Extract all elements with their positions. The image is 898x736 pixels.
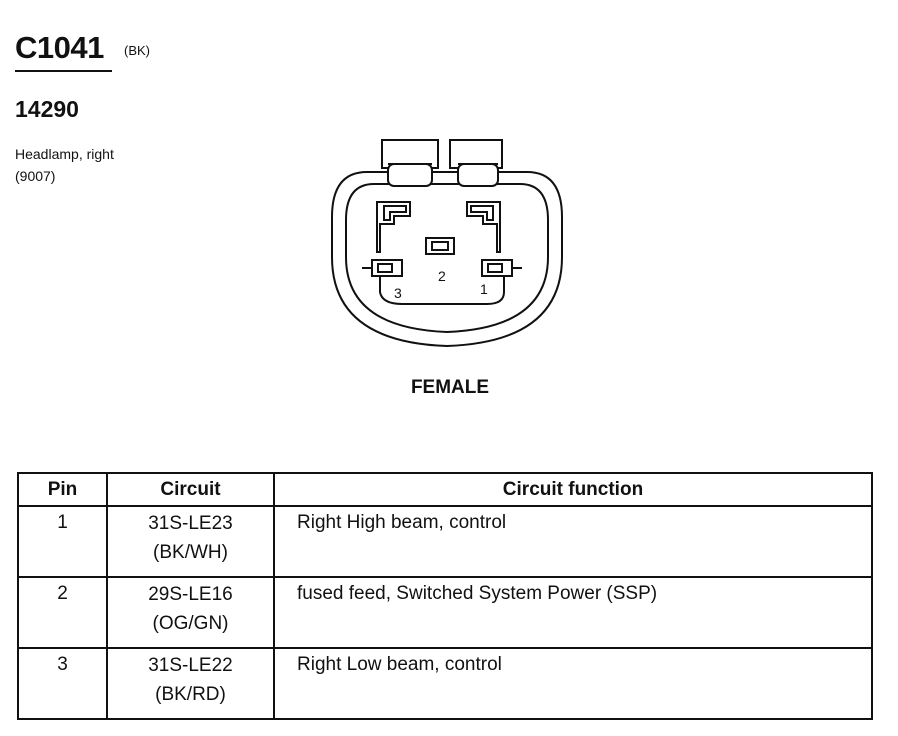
latch-tab-right [449, 139, 503, 187]
circuit-cell: 31S-LE22 (BK/RD) [106, 647, 275, 720]
circuit-id: 29S-LE16 [148, 584, 233, 605]
connector-id-underline [15, 70, 112, 72]
part-number: 14290 [15, 96, 79, 122]
pin-number: 1 [17, 505, 108, 578]
column-header-pin: Pin [17, 472, 108, 507]
component-code: (9007) [15, 168, 56, 184]
circuit-function: Right High beam, control [273, 505, 873, 578]
circuit-function: fused feed, Switched System Power (SSP) [273, 576, 873, 649]
pin-label-1: 1 [480, 281, 488, 297]
wire-color: (OG/GN) [152, 613, 229, 634]
terminal-contact-1 [481, 259, 522, 277]
circuit-function: Right Low beam, control [273, 647, 873, 720]
circuit-id: 31S-LE23 [148, 513, 233, 534]
pin-number: 2 [17, 576, 108, 649]
wire-color: (BK/RD) [155, 684, 226, 705]
circuit-cell: 29S-LE16 (OG/GN) [106, 576, 275, 649]
table-row: 1 31S-LE23 (BK/WH) Right High beam, cont… [17, 505, 873, 578]
latch-tab-left [381, 139, 439, 187]
terminal-cavity-1 [466, 201, 501, 253]
connector-id: C1041 [15, 30, 104, 65]
circuit-cell: 31S-LE23 (BK/WH) [106, 505, 275, 578]
terminal-cavity-2 [425, 237, 455, 255]
terminal-cavity-3 [376, 201, 411, 253]
pin-table: Pin Circuit Circuit function 1 31S-LE23 … [17, 472, 873, 720]
component-name: Headlamp, right [15, 146, 114, 162]
table-row: 3 31S-LE22 (BK/RD) Right Low beam, contr… [17, 647, 873, 720]
connector-color: (BK) [124, 43, 150, 58]
connector-outer-shell [331, 171, 563, 348]
circuit-id: 31S-LE22 [148, 655, 233, 676]
pin-label-2: 2 [438, 268, 446, 284]
pin-number: 3 [17, 647, 108, 720]
gender-label: FEMALE [410, 377, 490, 398]
pin-label-3: 3 [394, 285, 402, 301]
wire-color: (BK/WH) [153, 542, 228, 563]
table-row: 2 29S-LE16 (OG/GN) fused feed, Switched … [17, 576, 873, 649]
table-header-row: Pin Circuit Circuit function [17, 472, 873, 507]
column-header-circuit: Circuit [106, 472, 275, 507]
terminal-contact-3 [362, 259, 403, 277]
column-header-function: Circuit function [273, 472, 873, 507]
pin-row-base [379, 276, 505, 305]
connector-face-diagram: 3 2 1 [331, 139, 563, 348]
connector-inner-shell [345, 183, 549, 334]
